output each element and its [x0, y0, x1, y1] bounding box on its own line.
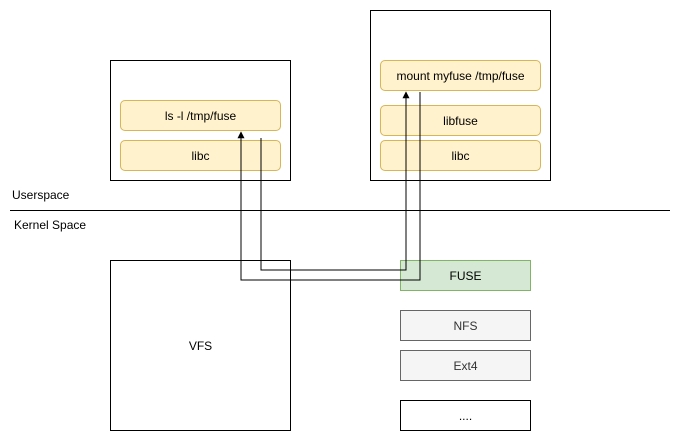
ls-libc-box: libc [120, 140, 281, 171]
ext4-module-box: Ext4 [400, 350, 531, 381]
other-fs-box: .... [400, 400, 531, 431]
mount-libc-box: libc [380, 140, 541, 171]
mount-command-box: mount myfuse /tmp/fuse [380, 60, 541, 91]
userspace-kernel-divider [10, 210, 670, 211]
ls-command-box: ls -l /tmp/fuse [120, 100, 281, 131]
nfs-module-box: NFS [400, 310, 531, 341]
reply-path-arrow [237, 92, 421, 281]
fuse-module-box: FUSE [400, 260, 531, 291]
libfuse-box: libfuse [380, 105, 541, 136]
request-path-arrow [260, 91, 410, 271]
kernel-space-label: Kernel Space [14, 218, 87, 232]
userspace-label: Userspace [12, 188, 70, 202]
vfs-box: VFS [110, 260, 291, 431]
